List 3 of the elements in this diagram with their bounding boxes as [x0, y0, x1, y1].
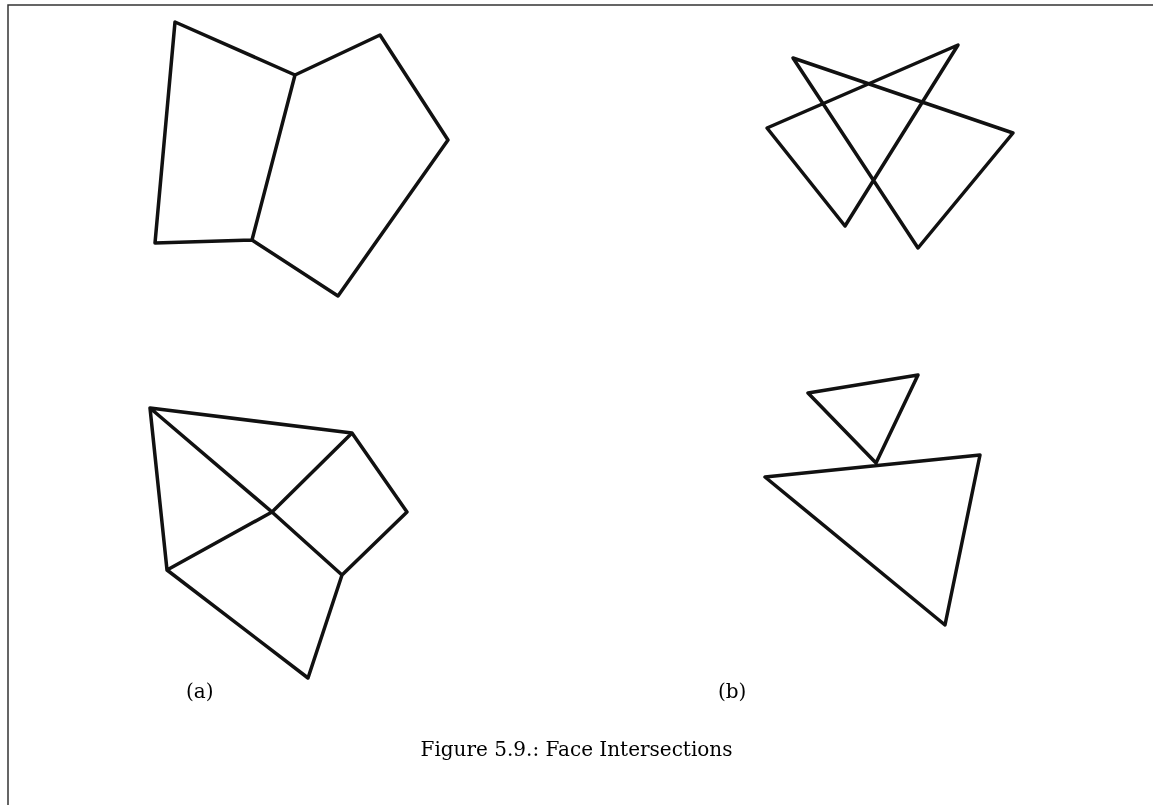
panel-label: (b): [718, 678, 747, 705]
figure-caption: Figure 5.9.: Face Intersections: [420, 736, 733, 763]
panel-label: (a): [186, 678, 214, 705]
